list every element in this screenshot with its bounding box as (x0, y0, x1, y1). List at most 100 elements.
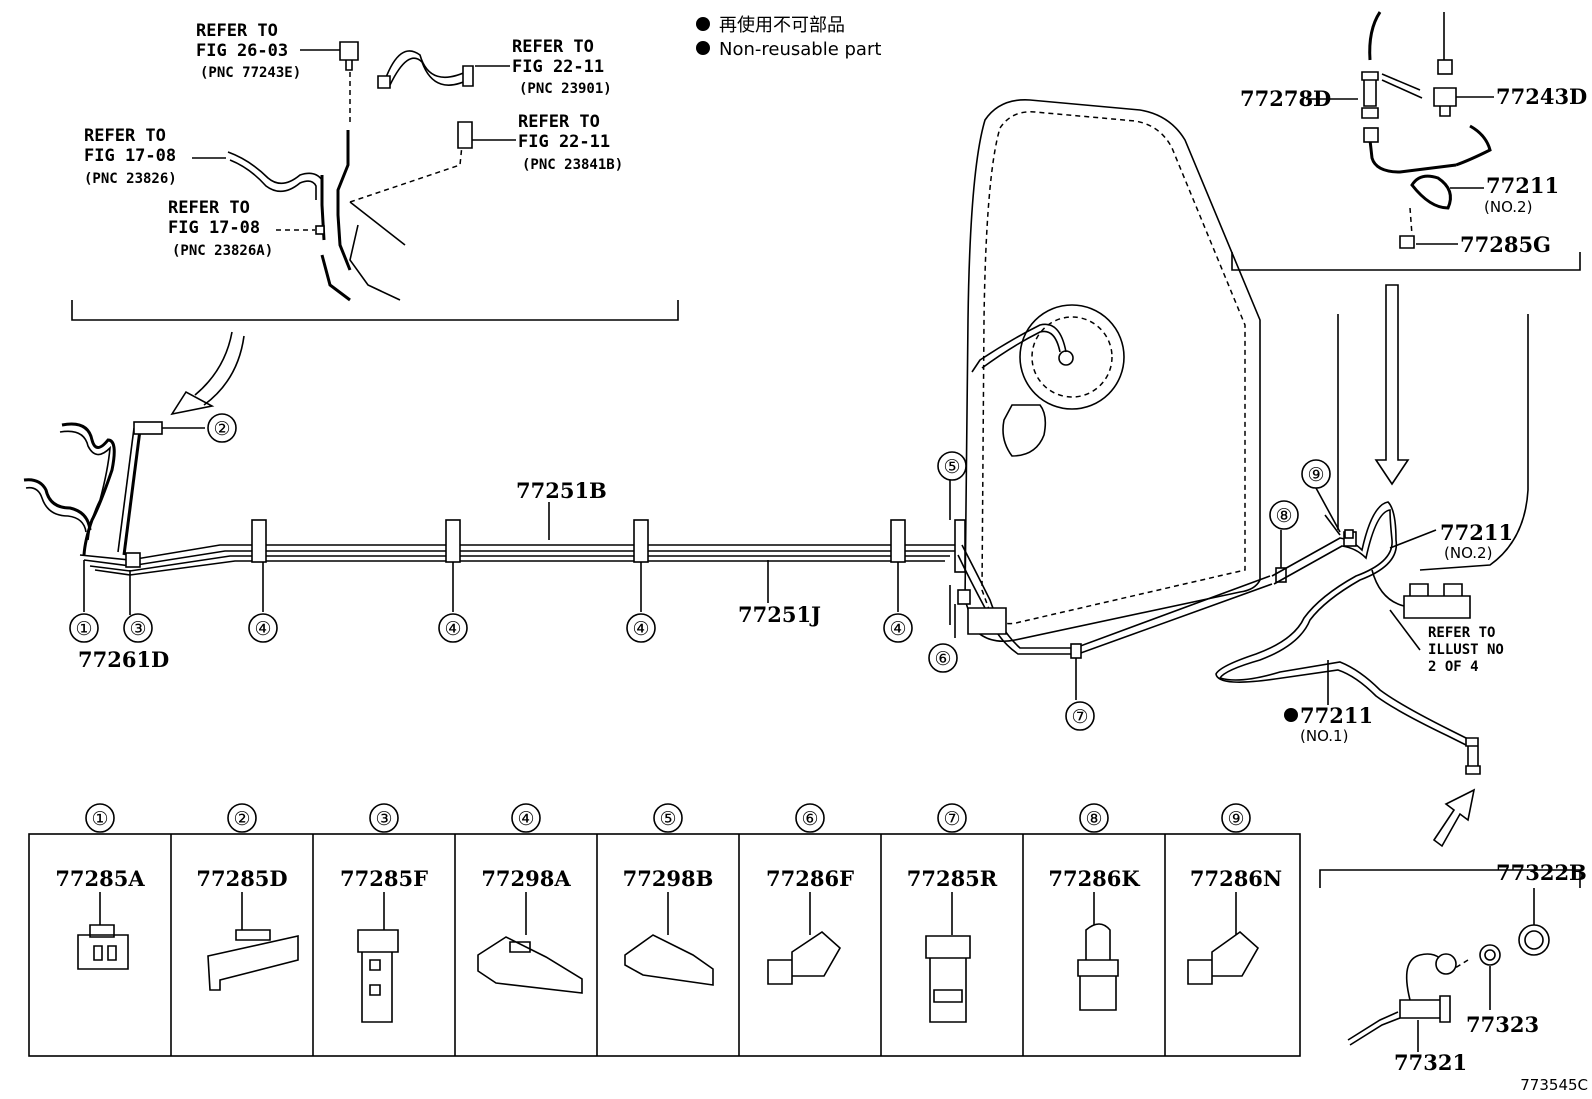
clip-part-number: 77298B (623, 866, 714, 891)
ref-label: FIG 26-03 (196, 41, 288, 61)
ref-label: FIG 17-08 (168, 218, 260, 238)
clamp-icon (445, 519, 461, 563)
ref-pnc: (PNC 23901) (519, 81, 612, 97)
part-77261D: 77261D (78, 647, 169, 672)
svg-text:④: ④ (444, 618, 461, 640)
callout-5: ⑤ (937, 451, 967, 481)
detail-lower-right: 77322B 77323 77321 (1319, 860, 1587, 1075)
svg-text:⑥: ⑥ (934, 648, 951, 670)
ref-label: REFER TO (196, 21, 278, 41)
ref-label: REFER TO (512, 37, 594, 57)
sensor-icon (1399, 995, 1451, 1023)
clip-table (28, 833, 1301, 1057)
clip-header-num: ⑧ (1085, 808, 1102, 830)
svg-text:⑤: ⑤ (943, 456, 960, 478)
clip-header-callout (85, 803, 115, 833)
callout-4: ④ (438, 613, 468, 643)
clip-icon (957, 589, 971, 605)
part-77211-no1-sub: (NO.1) (1300, 727, 1348, 745)
sensor-icon (339, 41, 359, 71)
fuel-tank (954, 99, 1287, 700)
part-77285G: 77285G (1460, 232, 1551, 257)
part-77323: 77323 (1466, 1012, 1539, 1037)
bracket-icon (967, 607, 1007, 635)
clip-part-number: 77286K (1048, 866, 1140, 891)
bracket-icon (457, 121, 473, 149)
clip-cells: ①77285A②77285D③77285F④77298A⑤77298B⑥7728… (55, 803, 1282, 935)
clip-header-num: ③ (375, 808, 392, 830)
legend-en: Non-reusable part (719, 39, 881, 60)
callout-1: ① (69, 613, 99, 643)
ref-pnc: (PNC 23841B) (522, 157, 623, 173)
clip-77286F-icon (767, 930, 842, 985)
ref-pnc: (PNC 23826) (84, 171, 177, 187)
clip-icon (133, 421, 163, 435)
clip-part-number: 77285D (196, 866, 287, 891)
svg-text:⑦: ⑦ (1071, 706, 1088, 728)
clip-77298B-icon (624, 934, 714, 986)
clip-77285F-icon (357, 929, 399, 1023)
tee-icon (1433, 87, 1457, 117)
ref-label: FIG 22-11 (518, 132, 610, 152)
clamp-icon (251, 519, 267, 563)
clip-header-callout (511, 803, 541, 833)
part-77211-no2-b: 77211 (1440, 520, 1513, 545)
clip-part-number: 77298A (481, 866, 571, 891)
fitting-icon (462, 65, 474, 87)
detail-top-left: REFER TO FIG 26-03 (PNC 77243E) REFER TO… (71, 21, 679, 321)
clip-drawings (77, 923, 1260, 1023)
callout-9: ⑨ (1301, 459, 1331, 489)
detail-top-right: 77278D 77243D 77211 (NO.2) 77285G (1231, 11, 1587, 271)
clip-77285A-icon (77, 924, 129, 970)
part-77321: 77321 (1394, 1050, 1467, 1075)
clip-icon (1070, 643, 1082, 659)
right-tubes: 77211 (NO.2) REFER TO ILLUST NO 2 OF 4 7… (1215, 314, 1529, 775)
clip-icon (1399, 235, 1415, 249)
callouts: ① ② ③ ④ ④ ④ ④ ⑤ ⑥ ⑦ ⑧ ⑨ (69, 413, 1341, 731)
part-77243D: 77243D (1496, 84, 1587, 109)
svg-text:②: ② (213, 418, 230, 440)
svg-text:④: ④ (632, 618, 649, 640)
callout-4: ④ (248, 613, 278, 643)
clip-header-callout (795, 803, 825, 833)
part-77278D: 77278D (1240, 86, 1331, 111)
clip-part-number: 77285R (907, 866, 998, 891)
clip-part-number: 77285F (340, 866, 428, 891)
curved-arrow-icon (170, 331, 245, 416)
connector-block-icon (1403, 583, 1471, 619)
clip-77286K-icon (1077, 923, 1119, 1011)
callout-3: ③ (123, 613, 153, 643)
clip-header-num: ① (91, 808, 108, 830)
non-reusable-bullet-icon (1284, 708, 1298, 722)
ref-label: FIG 17-08 (84, 146, 176, 166)
union-icon (1361, 71, 1379, 119)
callout-6: ⑥ (928, 643, 958, 673)
clip-header-num: ⑥ (801, 808, 818, 830)
sensor-icon (1465, 737, 1481, 775)
clip-header-num: ② (233, 808, 250, 830)
fitting-icon (377, 75, 391, 89)
part-77211-no2-sub: (NO.2) (1484, 198, 1532, 216)
ref-pnc: (PNC 77243E) (200, 65, 301, 81)
clip-77285R-icon (925, 935, 971, 1023)
clip-icon (315, 225, 325, 235)
clip-header-callout (369, 803, 399, 833)
svg-text:③: ③ (129, 618, 146, 640)
clip-header-num: ⑨ (1227, 808, 1244, 830)
part-77251B: 77251B (516, 478, 607, 503)
clip-77285D-icon (207, 929, 299, 991)
svg-text:⑨: ⑨ (1307, 464, 1324, 486)
clip-header-num: ④ (517, 808, 534, 830)
clip-header-callout (1221, 803, 1251, 833)
clip-header-callout (227, 803, 257, 833)
ref-pnc: (PNC 23826A) (172, 243, 273, 259)
bullet-icon (696, 41, 710, 55)
svg-text:①: ① (75, 618, 92, 640)
svg-text:⑧: ⑧ (1275, 505, 1292, 527)
arrow-up-right-icon (1432, 788, 1476, 848)
clamp-icon (954, 519, 966, 573)
part-77211-no1: 77211 (1300, 703, 1373, 728)
svg-text:④: ④ (889, 618, 906, 640)
legend-jp: 再使用不可部品 (719, 15, 845, 36)
legend: 再使用不可部品 Non-reusable part (696, 15, 881, 60)
